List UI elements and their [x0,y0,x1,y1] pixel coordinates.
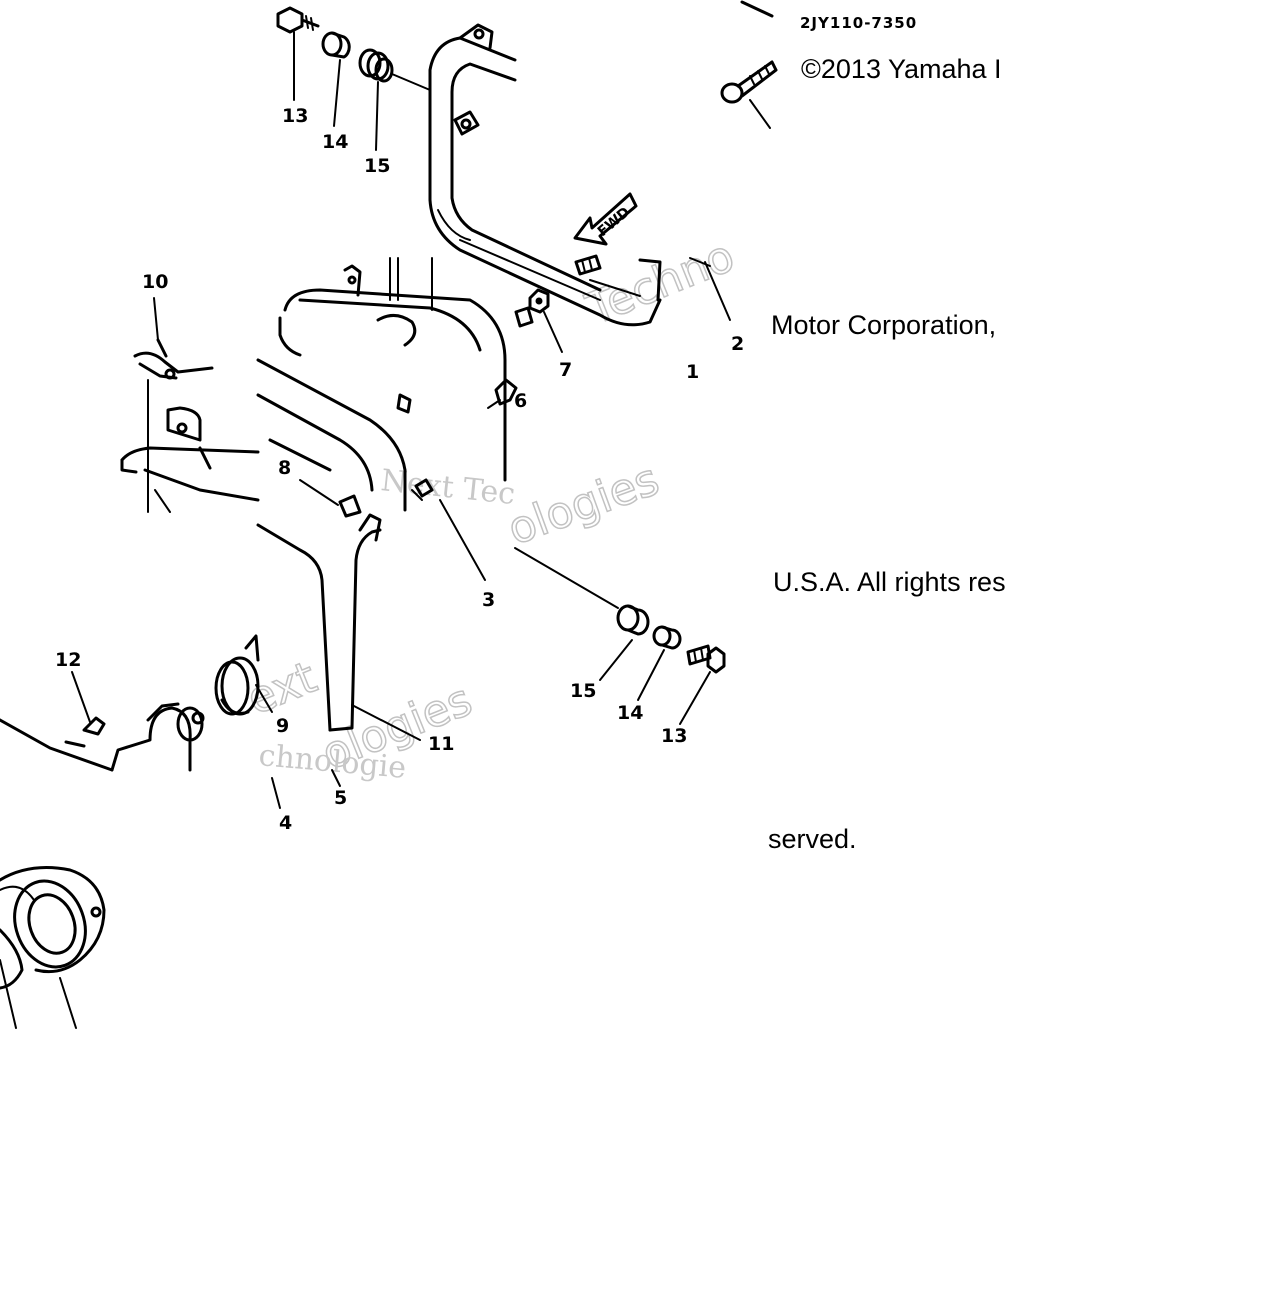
callout-labels: 13 14 15 10 7 1 2 6 8 3 12 9 11 4 5 15 1… [55,105,744,834]
holder-5 [331,769,341,787]
collar-bottom-14 [637,625,682,701]
callout-12: 12 [55,649,81,671]
part-code: 2JY110-7350 [800,14,917,32]
copyright-line-4: served. [768,824,857,854]
callout-6: 6 [514,390,527,412]
callout-3: 3 [482,589,495,611]
headlight-unit-3 [256,257,507,581]
clip-6 [487,378,518,409]
lens-ring-lower [0,866,106,1029]
bulb-4 [0,702,281,809]
grommet-bottom-15 [514,547,650,681]
watermark-group: Techno Next Tec ologies ext ologies chno… [239,230,742,786]
housing-bracket-left [120,406,260,513]
callout-7: 7 [559,359,572,381]
socket-9 [214,634,273,716]
copyright-line-2: Motor Corporation, [771,310,996,340]
callout-15-bottom: 15 [570,680,596,702]
callout-5: 5 [334,787,347,809]
callout-14-bottom: 14 [617,702,643,724]
watermark-ologies-mid: ologies [501,454,665,555]
bolt-bottom-13 [679,644,726,725]
collar-top-14 [321,31,351,127]
callout-15-top: 15 [364,155,390,177]
grommet-top-15 [358,48,431,151]
fwd-arrow-icon: FWD [573,192,638,246]
rim-screw-top-right [720,60,778,129]
callout-13-top: 13 [282,105,308,127]
screw-nut-7 [514,254,602,353]
headlight-rim-1 [428,23,662,327]
callout-9: 9 [276,715,289,737]
callout-13-bottom: 13 [661,725,687,747]
bracket-2 [638,257,731,321]
copyright-line-3: U.S.A. All rights res [773,567,1006,597]
spring-clip-10 [133,297,214,513]
callout-4: 4 [279,812,292,834]
screw-8 [299,479,362,518]
copyright-line-1: ©2013 Yamaha I [801,54,1002,84]
top-edge-line [740,0,774,18]
callout-1: 1 [686,361,699,383]
bolt-top-13 [276,6,320,101]
callout-2: 2 [731,333,744,355]
callout-11: 11 [428,733,454,755]
callout-10: 10 [142,271,168,293]
bulb-clip-12 [64,671,106,748]
headlight-case-11 [256,513,421,741]
callout-8: 8 [278,457,291,479]
watermark-next-tec: Next Tec [379,463,517,512]
callout-14-top: 14 [322,131,348,153]
